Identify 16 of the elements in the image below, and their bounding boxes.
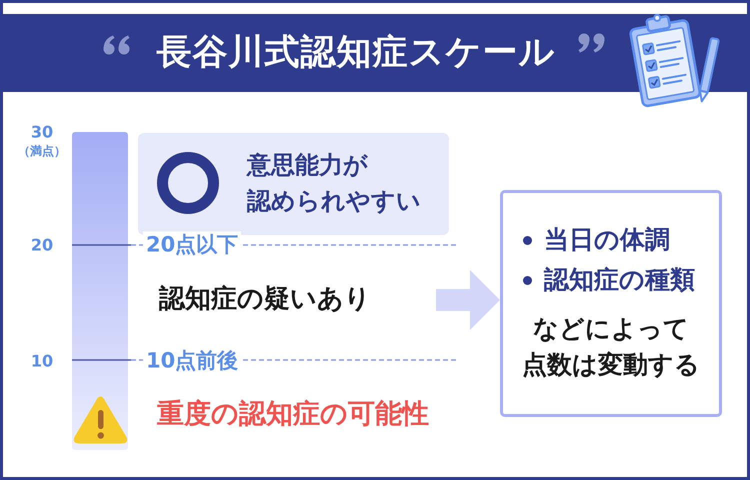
- info-panel: [138, 133, 449, 235]
- arrow: [436, 270, 500, 330]
- warning-text: 重度の認知症の可能性: [157, 397, 429, 432]
- bullet-text: 認知症の種類: [544, 264, 695, 296]
- scale-note: （満点）: [18, 144, 66, 160]
- threshold-label: 20点以下: [143, 231, 242, 259]
- scale-number: 10: [30, 352, 54, 372]
- note-box: [500, 190, 722, 417]
- scale-number: 20: [30, 236, 54, 256]
- panel-text: 意思能力が認められやすい: [247, 150, 421, 217]
- scale-number: 30: [30, 122, 54, 144]
- note-text: などによって点数は変動する: [522, 313, 700, 381]
- title: 長谷川式認知症スケール: [156, 31, 556, 74]
- bullet-text: 当日の体調: [544, 224, 670, 256]
- result-text: 認知症の疑いあり: [159, 283, 371, 316]
- threshold-label: 10点前後: [143, 347, 242, 375]
